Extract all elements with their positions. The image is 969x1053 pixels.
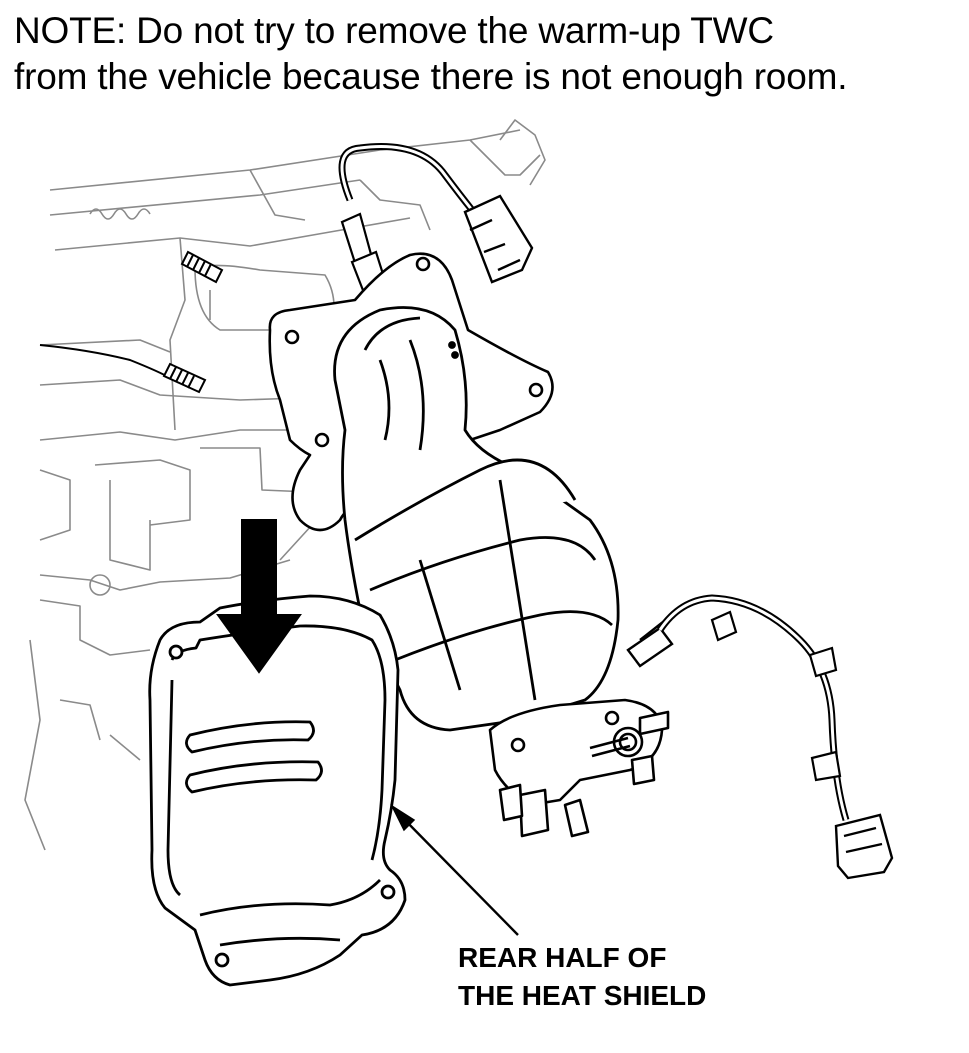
- down-arrow-icon: [216, 519, 302, 674]
- rear-heat-shield: [148, 594, 407, 987]
- harness-clip-icons: [710, 610, 842, 782]
- engine-wire: [39, 344, 171, 379]
- note-text-line-1: NOTE: Do not try to remove the warm-up T…: [14, 10, 774, 51]
- warm-up-twc-converter: [333, 306, 620, 732]
- exhaust-stud-upper: [180, 250, 224, 284]
- leader-line-icon: [390, 803, 519, 936]
- upper-sensor-connector-icon: [463, 194, 534, 284]
- exhaust-stud-lower: [162, 362, 207, 394]
- note-text-line-2: from the vehicle because there is not en…: [14, 56, 848, 97]
- converter-outlet-flange: [488, 698, 670, 838]
- callout-label-line-1: REAR HALF OF: [458, 942, 667, 973]
- engine-block-outline: [24, 119, 546, 851]
- callout-label-line-2: THE HEAT SHIELD: [458, 980, 707, 1011]
- lower-sensor-connector-icon: [834, 813, 894, 880]
- lower-sensor-harness: [657, 594, 850, 822]
